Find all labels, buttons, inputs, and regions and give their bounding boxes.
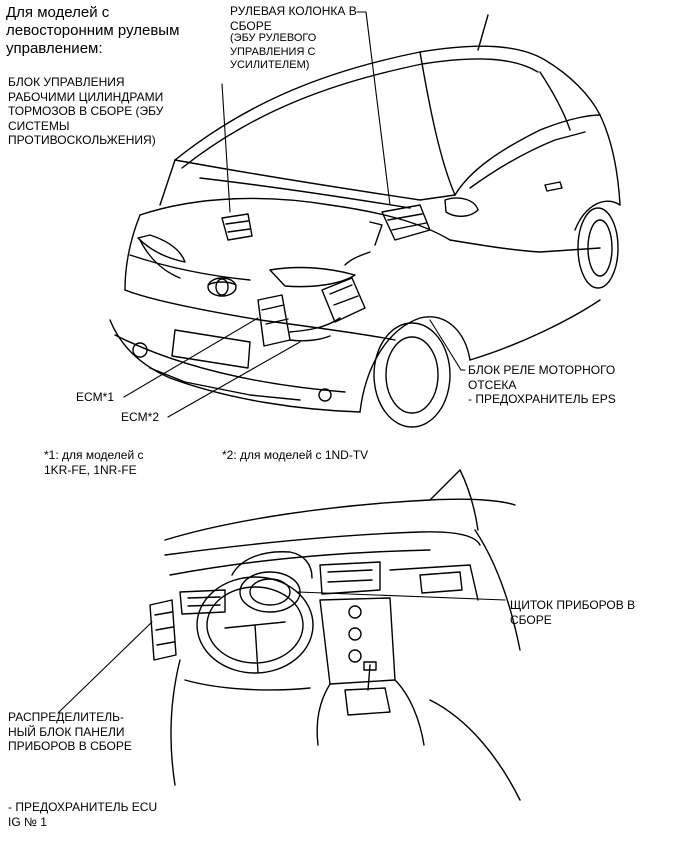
car-exterior-drawing xyxy=(109,14,621,428)
ecm2-label: ECM*2 xyxy=(121,410,160,424)
junction-block-label: РАСПРЕДЕЛИТЕЛЬ- НЫЙ БЛОК ПАНЕЛИ ПРИБОРОВ… xyxy=(8,710,132,753)
instrument-cluster-label: ЩИТОК ПРИБОРОВ В СБОРЕ xyxy=(510,598,636,627)
ecm1-label: ECM*1 xyxy=(76,390,115,404)
steering-column-label: РУЛЕВАЯ КОЛОНКА В СБОРЕ xyxy=(230,4,357,33)
brake-actuator-label: БЛОК УПРАВЛЕНИЯ РАБОЧИМИ ЦИЛИНДРАМИ ТОРМ… xyxy=(8,75,164,147)
footnote-1: *1: для моделей с 1KR-FE, 1NR-FE xyxy=(44,448,144,477)
diagram-title: Для моделей с левосторонним рулевым упра… xyxy=(6,4,180,57)
ecu-fuse-label: - ПРЕДОХРАНИТЕЛЬ ECU IG № 1 xyxy=(8,800,158,829)
car-leader-lines xyxy=(123,11,466,418)
dashboard-leader-lines xyxy=(57,591,506,714)
engine-relay-block-label: БЛОК РЕЛЕ МОТОРНОГО ОТСЕКА - ПРЕДОХРАНИТ… xyxy=(468,363,616,406)
steering-column-sublabel: (ЭБУ РУЛЕВОГО УПРАВЛЕНИЯ С УСИЛИТЕЛЕМ) xyxy=(230,32,317,71)
dashboard-interior-drawing xyxy=(149,469,521,801)
footnote-2: *2: для моделей с 1ND-TV xyxy=(222,448,369,462)
